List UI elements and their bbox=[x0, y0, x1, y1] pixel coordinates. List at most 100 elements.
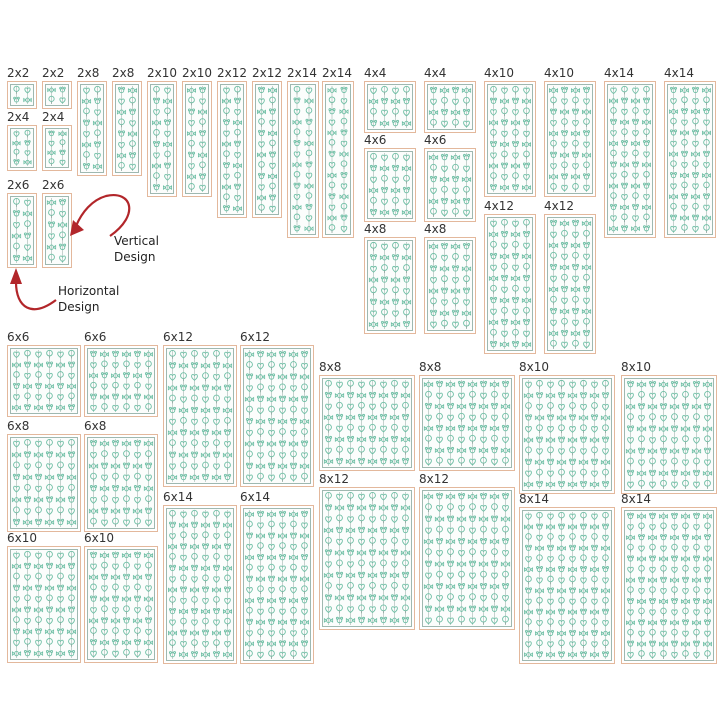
lollipop-icon bbox=[469, 434, 476, 442]
heart-icon bbox=[561, 297, 568, 305]
bear-icon bbox=[429, 309, 438, 317]
lollipop-icon bbox=[610, 149, 617, 157]
candy-pattern bbox=[222, 85, 242, 213]
bear-icon bbox=[46, 361, 53, 368]
bear-icon bbox=[111, 440, 120, 447]
candy-pattern bbox=[11, 550, 77, 658]
design-size-label: 4x12 bbox=[544, 199, 575, 213]
outer-frame bbox=[484, 214, 536, 354]
heart-icon bbox=[180, 441, 187, 448]
pattern-area bbox=[547, 84, 593, 194]
bear-icon bbox=[256, 350, 265, 358]
bear-icon bbox=[549, 219, 558, 227]
candy-icon bbox=[190, 544, 199, 550]
heart-icon bbox=[35, 440, 42, 448]
heart-icon bbox=[90, 563, 97, 571]
candy-icon bbox=[456, 447, 467, 454]
candy-icon bbox=[601, 588, 610, 594]
bear-icon bbox=[632, 161, 639, 168]
heart-icon bbox=[523, 87, 530, 95]
heart-icon bbox=[145, 519, 152, 527]
lollipop-icon bbox=[430, 297, 437, 305]
candy-icon bbox=[223, 522, 232, 528]
heart-icon bbox=[24, 574, 31, 582]
candy-icon bbox=[22, 211, 33, 217]
heart-icon bbox=[13, 440, 20, 448]
heart-icon bbox=[591, 513, 598, 521]
heart-icon bbox=[491, 458, 498, 466]
candy-icon bbox=[200, 407, 211, 414]
candy-icon bbox=[590, 609, 599, 615]
heart-icon bbox=[134, 362, 141, 369]
candy-icon bbox=[659, 598, 668, 605]
bear-icon bbox=[682, 534, 689, 541]
heart-icon bbox=[123, 383, 130, 391]
candy-icon bbox=[257, 195, 266, 201]
bear-icon bbox=[602, 651, 609, 658]
lollipop-icon bbox=[561, 229, 568, 237]
candy-icon bbox=[334, 595, 345, 601]
lollipop-icon bbox=[381, 264, 388, 271]
candy-icon bbox=[570, 174, 581, 180]
lollipop-icon bbox=[660, 391, 667, 398]
candy-icon bbox=[233, 205, 242, 212]
lollipop-icon bbox=[502, 412, 509, 420]
candy-icon bbox=[244, 441, 255, 447]
candy-icon bbox=[510, 163, 521, 169]
heart-icon bbox=[246, 543, 253, 551]
bear-icon bbox=[500, 274, 509, 282]
heart-icon bbox=[591, 381, 598, 389]
heart-icon bbox=[370, 87, 377, 95]
candy-icon bbox=[669, 404, 680, 410]
heart-icon bbox=[381, 154, 388, 162]
candy-icon bbox=[450, 243, 461, 250]
bear-icon bbox=[670, 214, 677, 221]
bear-icon bbox=[82, 163, 91, 170]
heart-icon bbox=[328, 119, 336, 127]
candy-icon bbox=[523, 392, 534, 399]
bear-icon bbox=[457, 380, 466, 388]
bear-icon bbox=[670, 469, 679, 477]
candy-icon bbox=[44, 474, 55, 481]
candy-icon bbox=[631, 140, 640, 147]
heart-icon bbox=[430, 321, 437, 329]
candy-icon bbox=[122, 394, 131, 400]
bear-icon bbox=[479, 493, 488, 500]
candy-icon bbox=[450, 288, 461, 294]
lollipop-icon bbox=[202, 574, 209, 582]
heart-icon bbox=[48, 140, 55, 147]
pattern-area bbox=[166, 348, 234, 484]
heart-icon bbox=[258, 184, 265, 191]
bear-icon bbox=[580, 608, 587, 615]
heart-icon bbox=[436, 392, 443, 400]
candy-icon bbox=[299, 463, 310, 469]
design-panel-6x14 bbox=[240, 505, 314, 664]
bear-icon bbox=[692, 469, 701, 477]
bear-icon bbox=[451, 309, 460, 317]
heart-icon bbox=[199, 98, 206, 106]
heart-icon bbox=[336, 425, 343, 433]
heart-icon bbox=[391, 561, 398, 569]
lollipop-icon bbox=[268, 405, 275, 413]
candy-icon bbox=[510, 275, 521, 282]
bear-icon bbox=[12, 210, 21, 217]
candy-icon bbox=[189, 385, 200, 391]
candy-icon bbox=[367, 527, 378, 534]
heart-icon bbox=[213, 533, 220, 540]
lollipop-icon bbox=[523, 218, 530, 226]
candy-icon bbox=[58, 131, 67, 137]
lollipop-icon bbox=[561, 161, 568, 169]
heart-icon bbox=[169, 463, 176, 471]
candy-icon bbox=[233, 162, 242, 169]
heart-icon bbox=[501, 173, 508, 181]
bear-icon bbox=[468, 560, 477, 567]
candy-icon bbox=[390, 277, 401, 283]
candy-icon bbox=[356, 436, 367, 443]
bear-icon bbox=[632, 118, 639, 125]
candy-icon bbox=[334, 436, 345, 443]
bear-icon bbox=[627, 597, 634, 605]
design-size-label: 4x10 bbox=[544, 66, 575, 80]
candy-icon bbox=[22, 255, 33, 262]
candy-icon bbox=[478, 606, 489, 612]
lollipop-icon bbox=[57, 461, 64, 469]
